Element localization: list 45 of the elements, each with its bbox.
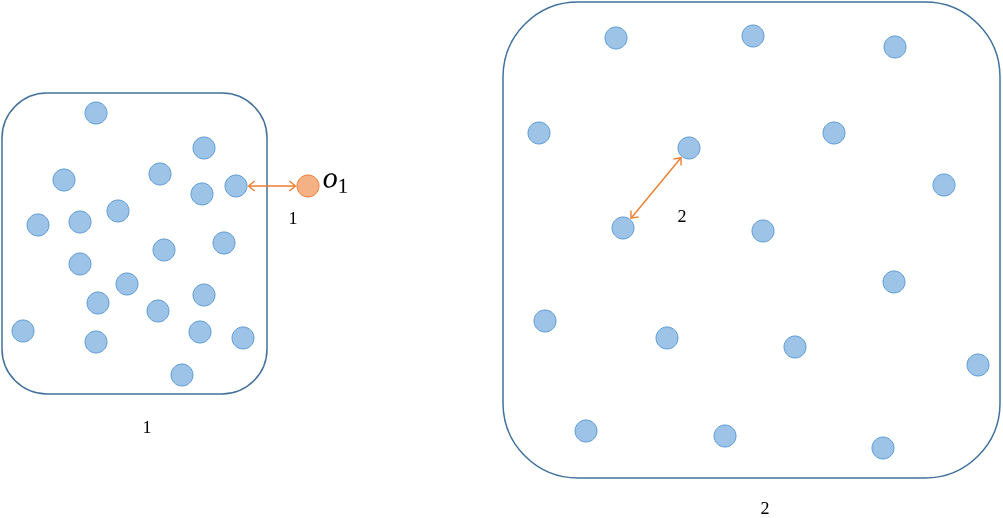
dot: [932, 173, 956, 197]
dot: [527, 121, 551, 145]
dot: [966, 353, 990, 377]
dot: [106, 199, 130, 223]
symbol-label: o$_{1}$: [323, 173, 347, 193]
dot: [713, 424, 737, 448]
dot: [533, 309, 557, 333]
dot: [26, 213, 50, 237]
dot: [822, 121, 846, 145]
dot: [677, 136, 701, 160]
dot: [170, 363, 194, 387]
dot: [751, 219, 775, 243]
dot: [882, 270, 906, 294]
dot: [68, 252, 92, 276]
node-label: 2: [761, 502, 769, 514]
dot: [212, 231, 236, 255]
double-arrow: [247, 180, 297, 192]
edge-label: 1: [287, 211, 299, 225]
dot: [574, 419, 598, 443]
dot: [741, 24, 765, 48]
dot: [86, 291, 110, 315]
dot: [231, 326, 255, 350]
dot: [224, 174, 248, 198]
dot: [611, 216, 635, 240]
dot: [148, 162, 172, 186]
dot: [188, 320, 212, 344]
dot: [52, 168, 76, 192]
dot: [871, 436, 895, 460]
dot: [192, 283, 216, 307]
node-label: 1: [144, 421, 151, 433]
dot: [190, 182, 214, 206]
dot: [152, 238, 176, 262]
dot: [68, 210, 92, 234]
dot: [883, 35, 907, 59]
dot: [655, 326, 679, 350]
dot: [604, 26, 628, 50]
dot: [11, 319, 35, 343]
dot: [115, 272, 139, 296]
dot: [146, 299, 170, 323]
dot: [192, 136, 216, 160]
dot: [783, 335, 807, 359]
dot: [84, 330, 108, 354]
edge-label: 2: [676, 209, 688, 223]
dot: [84, 101, 108, 125]
double-arrow: [630, 156, 682, 220]
